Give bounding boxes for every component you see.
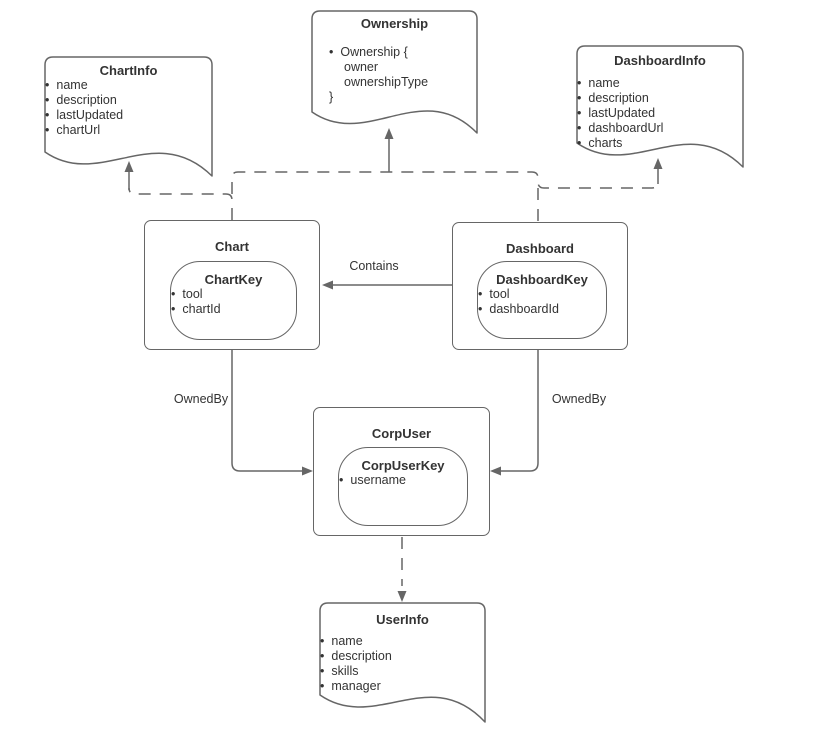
chartinfo-fields: name description lastUpdated chartUrl (45, 78, 212, 138)
edge-label-dashboard-ownedby: OwnedBy (549, 392, 609, 406)
chartkey-fields: tool chartId (171, 287, 296, 317)
note-field-item: dashboardUrl (577, 121, 743, 136)
key-field-item: tool (171, 287, 296, 302)
ownership-note-shape (311, 10, 478, 134)
entity-chart-title: Chart (215, 239, 249, 254)
edge-chart-ownedby-line (231, 350, 302, 472)
entity-corpuser-title: CorpUser (371, 426, 432, 441)
dashboardinfo-title: DashboardInfo (614, 53, 706, 68)
ownership-lines: Ownership { owner ownershipType } (312, 45, 477, 105)
ownership-line: } (329, 90, 334, 104)
arrowhead-ownership-up (384, 128, 394, 139)
corpuserkey-box: CorpUserKey username (338, 447, 468, 526)
dashboardkey-title: DashboardKey (496, 272, 588, 287)
userinfo-note: UserInfo name description skills manager (320, 612, 485, 694)
note-field-item: manager (320, 679, 485, 694)
entity-dashboard-title: Dashboard (506, 241, 574, 256)
arrowhead-contains-left (322, 280, 333, 290)
note-field-item: lastUpdated (45, 108, 212, 123)
note-field-item: description (577, 91, 743, 106)
dashboardinfo-fields: name description lastUpdated dashboardUr… (577, 76, 743, 151)
note-field-item: charts (577, 136, 743, 151)
edge-chart-to-dashboard-top-dashed (231, 171, 659, 194)
ownership-line: ownershipType (344, 75, 429, 89)
userinfo-title: UserInfo (376, 612, 429, 627)
arrowhead-userinfo-down (397, 591, 407, 602)
userinfo-fields: name description skills manager (320, 634, 485, 694)
chartkey-title: ChartKey (204, 272, 263, 287)
arrowhead-chart-ownedby-right (302, 466, 313, 476)
key-field-item: chartId (171, 302, 296, 317)
dashboardinfo-note: DashboardInfo name description lastUpdat… (577, 53, 743, 151)
entity-chart: Chart ChartKey tool chartId (144, 220, 320, 350)
corpuserkey-fields: username (339, 473, 467, 488)
note-field-item: description (45, 93, 212, 108)
key-field-item: username (339, 473, 467, 488)
ownership-line: owner (344, 60, 379, 74)
note-field-item: name (45, 78, 212, 93)
edge-label-chart-ownedby: OwnedBy (171, 392, 231, 406)
ownership-title: Ownership (360, 16, 429, 31)
arrowhead-dashboard-ownedby-left (490, 466, 501, 476)
edge-dashboard-ownedby-line (501, 350, 539, 472)
chartkey-box: ChartKey tool chartId (170, 261, 297, 340)
edge-label-contains: Contains (347, 259, 401, 273)
entity-corpuser: CorpUser CorpUserKey username (313, 407, 490, 536)
note-field-item: name (577, 76, 743, 91)
note-field-item: chartUrl (45, 123, 212, 138)
arrowhead-chartinfo-up (124, 161, 134, 172)
note-field-item: name (320, 634, 485, 649)
chartinfo-title: ChartInfo (99, 63, 158, 78)
ownership-line: Ownership { (329, 45, 477, 60)
note-field-item: lastUpdated (577, 106, 743, 121)
chartinfo-note: ChartInfo name description lastUpdated c… (45, 63, 212, 138)
edge-chart-to-chartinfo-dashed (128, 187, 233, 220)
arrowhead-dashboardinfo-up (653, 158, 663, 169)
key-field-item: dashboardId (478, 302, 606, 317)
note-field-item: skills (320, 664, 485, 679)
ownership-note: Ownership Ownership { owner ownershipTyp… (312, 16, 477, 105)
corpuserkey-title: CorpUserKey (361, 458, 445, 473)
note-field-item: description (320, 649, 485, 664)
dashboardkey-fields: tool dashboardId (478, 287, 606, 317)
entity-dashboard: Dashboard DashboardKey tool dashboardId (452, 222, 628, 350)
key-field-item: tool (478, 287, 606, 302)
dashboardkey-box: DashboardKey tool dashboardId (477, 261, 607, 339)
